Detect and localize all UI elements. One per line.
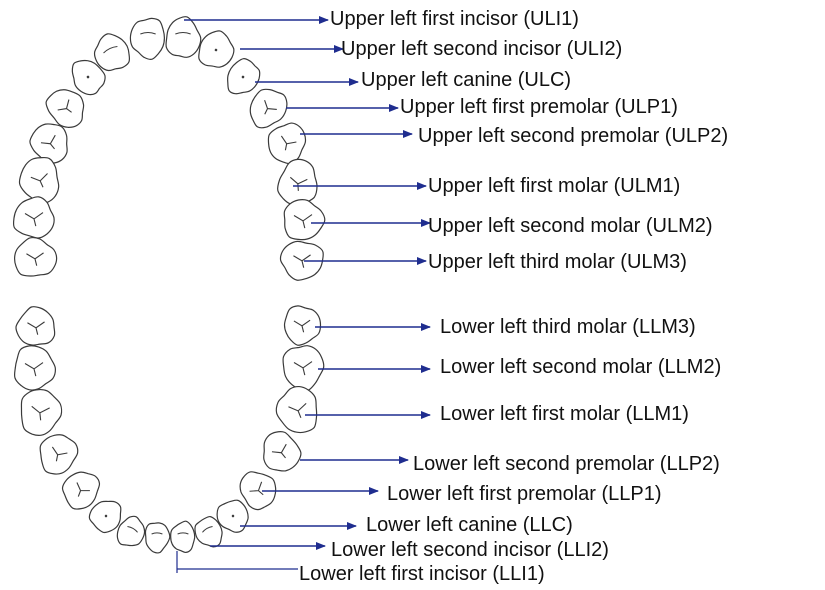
label-llc: Lower left canine (LLC)	[366, 515, 573, 535]
tooth-llp2	[255, 426, 305, 478]
label-ulc: Upper left canine (ULC)	[361, 70, 571, 90]
tooth-ulm2	[284, 200, 325, 240]
label-ulp2: Upper left second premolar (ULP2)	[418, 126, 728, 146]
tooth-urm2	[14, 197, 55, 238]
tooth-llp2-outline	[255, 426, 305, 478]
tooth-lri1-outline	[145, 523, 169, 553]
tooth-lrm3	[16, 307, 55, 345]
tooth-lrm3-outline	[16, 307, 55, 345]
tooth-lli1	[171, 521, 195, 552]
arrow-lli1	[177, 551, 298, 573]
label-lli2: Lower left second incisor (LLI2)	[331, 540, 609, 560]
tooth-uri1	[130, 18, 164, 59]
tooth-lli1-outline	[171, 521, 195, 552]
teeth-layer	[14, 17, 325, 553]
label-llp1: Lower left first premolar (LLP1)	[387, 484, 662, 504]
tooth-urm3-outline	[15, 238, 57, 276]
tooth-urm2-outline	[14, 197, 55, 238]
tooth-urm3	[15, 238, 57, 276]
label-uli1: Upper left first incisor (ULI1)	[330, 9, 579, 29]
tooth-uli1	[166, 17, 201, 58]
label-ulm3: Upper left third molar (ULM3)	[428, 252, 687, 272]
label-ulm1: Upper left first molar (ULM1)	[428, 176, 680, 196]
tooth-uli1-outline	[166, 17, 201, 58]
tooth-lrm2	[15, 346, 56, 390]
tooth-uri1-outline	[130, 18, 164, 59]
tooth-lrm1	[17, 387, 64, 438]
label-llm1: Lower left first molar (LLM1)	[440, 404, 689, 424]
tooth-lrp2	[32, 428, 82, 480]
label-uli2: Upper left second incisor (ULI2)	[341, 39, 622, 59]
label-ulp1: Upper left first premolar (ULP1)	[400, 97, 678, 117]
tooth-lri1	[145, 523, 169, 553]
tooth-llm3	[285, 306, 321, 345]
label-ulm2: Upper left second molar (ULM2)	[428, 216, 713, 236]
tooth-llm2	[283, 346, 324, 391]
label-llm3: Lower left third molar (LLM3)	[440, 317, 696, 337]
label-llp2: Lower left second premolar (LLP2)	[413, 454, 720, 474]
label-lli1: Lower left first incisor (LLI1)	[299, 564, 545, 584]
tooth-llm1	[273, 384, 320, 435]
label-llm2: Lower left second molar (LLM2)	[440, 357, 721, 377]
